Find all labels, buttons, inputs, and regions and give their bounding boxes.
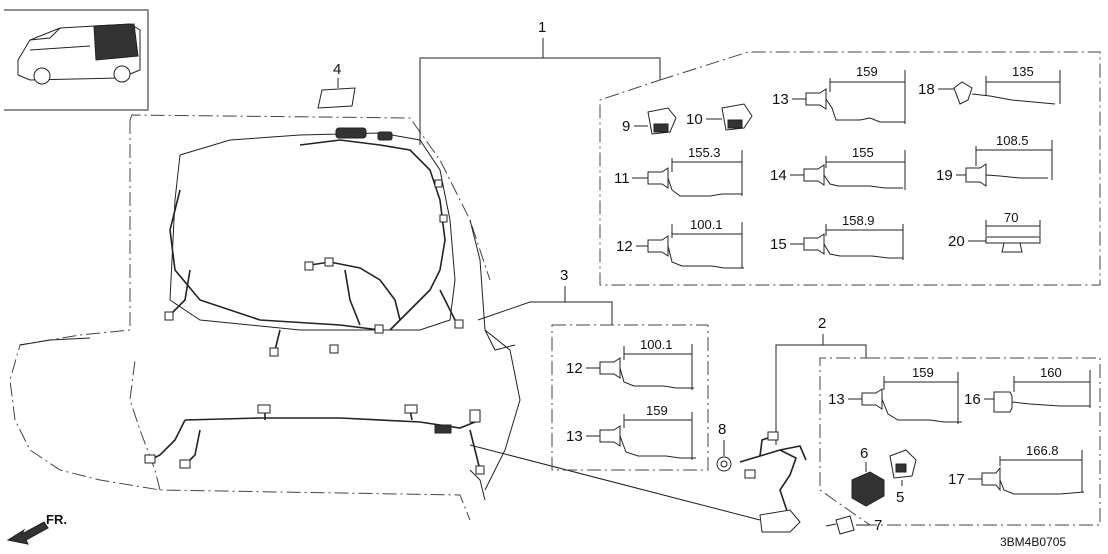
- part-19-connector: 19 108.5: [936, 133, 1053, 187]
- callout-20: 20: [948, 233, 965, 250]
- part-8-grommet: 8: [716, 421, 732, 472]
- dimension-17: 166.8: [1026, 443, 1059, 458]
- callout-1-bracket: 1: [419, 19, 661, 145]
- callout-3: 3: [560, 267, 568, 284]
- part-13-connector: 13 159: [772, 64, 906, 124]
- part-14-connector: 14 155: [770, 145, 906, 190]
- callout-9: 9: [622, 118, 630, 135]
- callout-17: 17: [948, 471, 965, 488]
- part-10-clip: 10: [686, 103, 753, 131]
- group-3-panel: [551, 324, 709, 471]
- part-20-clip: 20 70: [948, 210, 1041, 253]
- part-6-cover: 6: [851, 445, 885, 507]
- callout-14: 14: [770, 167, 787, 184]
- callout-7: 7: [874, 517, 882, 534]
- part-15-connector: 15 158.9: [770, 213, 904, 260]
- part-16-connector: 16 160: [964, 365, 1091, 413]
- part-12-connector-group-3: 12 100.1: [566, 337, 694, 390]
- diagram-code: 3BM4B0705: [1000, 535, 1066, 549]
- part-5-clip: 5: [889, 449, 917, 506]
- callout-16: 16: [964, 391, 981, 408]
- callout-11: 11: [614, 170, 630, 187]
- dimension-16: 160: [1040, 365, 1062, 380]
- group-1-panel: [599, 51, 1101, 286]
- callout-4: 4: [333, 61, 341, 78]
- part-7-bolt: 7: [825, 515, 882, 535]
- callout-12: 12: [616, 238, 633, 255]
- dimension-11: 155.3: [688, 145, 721, 160]
- callout-1: 1: [538, 19, 546, 36]
- callout-8: 8: [718, 421, 726, 438]
- callout-3-bracket: 3: [477, 267, 613, 325]
- callout-13c: 13: [828, 391, 845, 408]
- tailgate-wire-harness: [164, 127, 464, 357]
- part-13-connector-group-2: 13 159: [828, 365, 962, 424]
- callout-10: 10: [686, 111, 703, 128]
- dimension-19: 108.5: [996, 133, 1029, 148]
- callout-2-bracket: 2: [775, 315, 867, 445]
- part-17-connector: 17 166.8: [948, 443, 1085, 495]
- callout-6: 6: [860, 445, 868, 462]
- dimension-13b: 159: [646, 403, 668, 418]
- callout-19: 19: [936, 167, 953, 184]
- dimension-20: 70: [1004, 210, 1018, 225]
- callout-5: 5: [896, 489, 904, 506]
- callout-12b: 12: [566, 360, 583, 377]
- dimension-13c: 159: [912, 365, 934, 380]
- part-9-clip: 9: [622, 107, 677, 135]
- sub-harness-2: [739, 431, 807, 533]
- dimension-15: 158.9: [842, 213, 875, 228]
- vehicle-body-outline: [9, 114, 521, 521]
- vehicle-thumbnail: [4, 9, 149, 111]
- floor-wire-harness: [144, 404, 761, 521]
- callout-18: 18: [918, 81, 935, 98]
- dimension-18: 135: [1012, 64, 1034, 79]
- dimension-14: 155: [852, 145, 874, 160]
- part-18-connector: 18 135: [918, 64, 1061, 105]
- fr-label: FR.: [46, 512, 67, 527]
- callout-15: 15: [770, 236, 787, 253]
- dimension-12: 100.1: [690, 217, 723, 232]
- front-direction-arrow: FR.: [6, 512, 67, 545]
- dimension-13: 159: [856, 64, 878, 79]
- dimension-12b: 100.1: [640, 337, 673, 352]
- callout-13: 13: [772, 91, 789, 108]
- part-12-connector: 12 100.1: [616, 217, 744, 269]
- part-13-connector-group-3: 13 159: [566, 403, 696, 460]
- part-4-label: 4: [317, 61, 356, 109]
- part-11-connector: 11 155.3: [614, 145, 743, 197]
- callout-2: 2: [818, 315, 826, 332]
- callout-13b: 13: [566, 428, 583, 445]
